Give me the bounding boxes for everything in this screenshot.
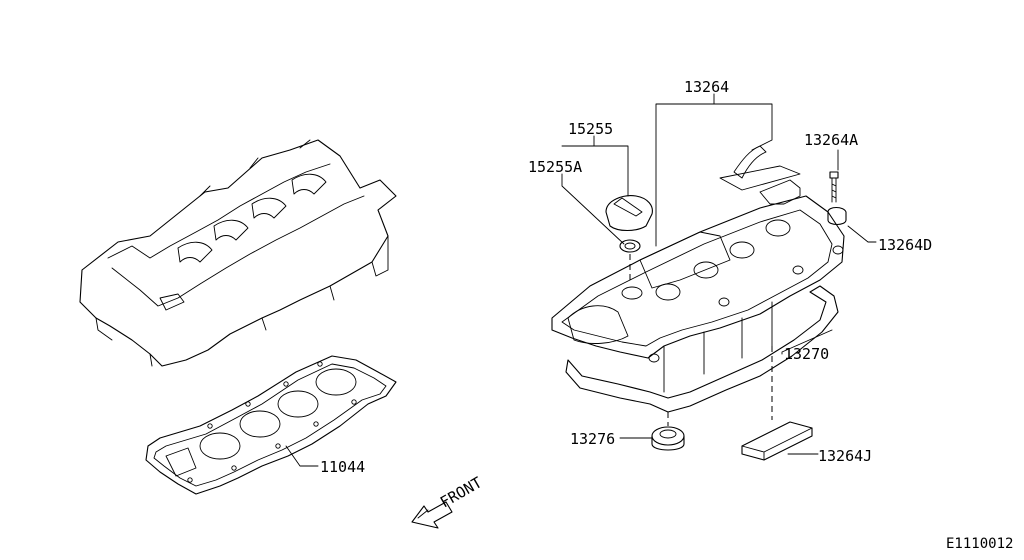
label-15255: 15255	[568, 120, 613, 138]
leader-lines	[285, 93, 877, 467]
label-13264j: 13264J	[818, 447, 872, 465]
front-arrow-icon	[411, 501, 453, 529]
label-11044: 11044	[320, 458, 365, 476]
rocker-cover-drawing	[551, 145, 845, 393]
label-15255a: 15255A	[528, 158, 582, 176]
label-13264a: 13264A	[804, 131, 858, 149]
label-13276: 13276	[570, 430, 615, 448]
bolt-drawing	[827, 171, 847, 226]
baffle-plate-drawing	[741, 421, 813, 461]
oil-filler-cap-drawing	[605, 195, 653, 253]
head-gasket-drawing	[145, 355, 397, 495]
label-13270: 13270	[784, 345, 829, 363]
cover-gasket-drawing	[565, 285, 839, 413]
cylinder-head-drawing	[79, 139, 397, 367]
front-label: FRONT	[437, 473, 485, 511]
diagram-code: E1110012	[946, 536, 1013, 552]
label-13264: 13264	[684, 78, 729, 96]
oil-seal-drawing	[651, 426, 685, 451]
label-13264d: 13264D	[878, 236, 932, 254]
